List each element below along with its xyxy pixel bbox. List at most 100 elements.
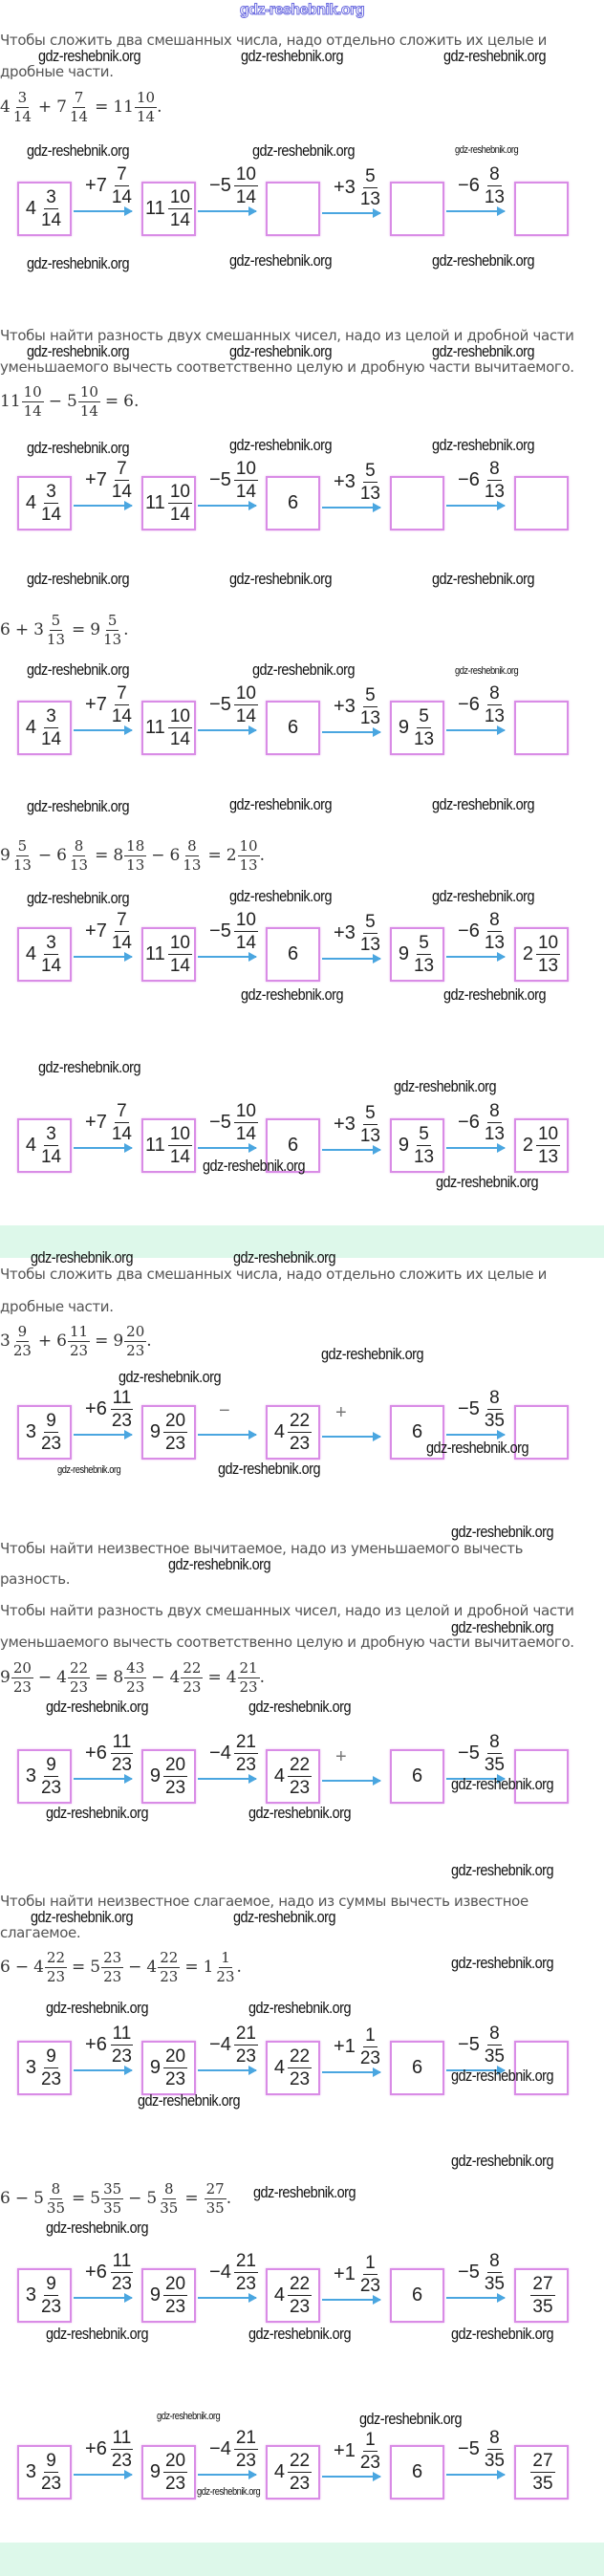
- whole-part: 4: [273, 2461, 285, 2482]
- denominator: 35: [532, 2297, 553, 2317]
- operator: =: [104, 392, 119, 411]
- period: .: [259, 846, 266, 865]
- operator: =: [72, 620, 86, 639]
- numerator: 10: [233, 683, 258, 705]
- empty-answer-box[interactable]: [514, 476, 569, 530]
- watermark: gdz-reshebnik.org: [252, 660, 356, 679]
- arrow: [446, 501, 506, 510]
- arrow: [74, 501, 133, 510]
- watermark: gdz-reshebnik.org: [229, 886, 333, 905]
- operation-sign: −6: [458, 694, 480, 715]
- operation-sign: −4: [209, 1743, 231, 1764]
- operator: =: [184, 2189, 199, 2208]
- denominator: 23: [40, 1434, 62, 1454]
- denominator: 13: [46, 630, 65, 648]
- denominator: 23: [164, 2069, 186, 2089]
- whole-part: 3: [25, 2461, 36, 2482]
- whole-part: 1: [203, 1958, 214, 1977]
- denominator: 23: [239, 1678, 258, 1696]
- numerator: 1: [363, 2430, 378, 2452]
- denominator: 13: [413, 729, 435, 749]
- numerator: 8: [487, 2428, 502, 2450]
- arrow: [322, 727, 381, 737]
- empty-answer-box[interactable]: [390, 476, 444, 530]
- whole-part: 8: [113, 1668, 124, 1687]
- denominator: 23: [126, 1678, 145, 1696]
- denominator: 13: [537, 956, 559, 976]
- operation-sign: +6: [85, 1398, 107, 1419]
- watermark: gdz-reshebnik.org: [426, 1438, 529, 1457]
- whole-part: 9: [149, 2284, 161, 2305]
- empty-answer-box[interactable]: [514, 701, 569, 755]
- operation-sign: +6: [85, 2438, 107, 2459]
- watermark: gdz-reshebnik.org: [252, 141, 356, 160]
- operation-sign: +6: [85, 2262, 107, 2283]
- watermark: gdz-reshebnik.org: [168, 1554, 271, 1573]
- watermark: gdz-reshebnik.org: [31, 1907, 134, 1926]
- value-box: 6: [266, 927, 320, 982]
- whole-part: 3: [25, 1421, 36, 1442]
- operation-sign: +: [335, 1402, 347, 1423]
- denominator: 13: [413, 1147, 435, 1167]
- numerator: 20: [162, 2451, 188, 2473]
- empty-answer-box[interactable]: [390, 182, 444, 236]
- watermark: gdz-reshebnik.org: [27, 888, 130, 907]
- number: 6: [0, 1958, 11, 1977]
- operation-sign: −4: [209, 2438, 231, 2459]
- numerator: 10: [167, 482, 192, 504]
- numerator: 10: [167, 933, 192, 955]
- operation-label: −: [219, 1400, 230, 1422]
- numerator: 43: [124, 1658, 147, 1678]
- empty-answer-box[interactable]: [514, 1749, 569, 1804]
- empty-answer-box[interactable]: [514, 182, 569, 236]
- empty-answer-box[interactable]: [514, 2041, 569, 2095]
- period: .: [236, 1958, 242, 1977]
- arrow: [446, 2066, 506, 2075]
- empty-answer-box[interactable]: [266, 182, 320, 236]
- watermark: gdz-reshebnik.org: [27, 660, 130, 679]
- operation-sign: +7: [85, 175, 107, 196]
- empty-answer-box[interactable]: [514, 1405, 569, 1460]
- whole-part: 9: [0, 1668, 11, 1687]
- numerator: 10: [21, 382, 44, 402]
- arrow: [198, 725, 257, 735]
- denominator: 23: [46, 1967, 65, 1985]
- denominator: 13: [484, 187, 505, 207]
- value-box: 6: [266, 1118, 320, 1173]
- whole-part: 11: [145, 1135, 165, 1156]
